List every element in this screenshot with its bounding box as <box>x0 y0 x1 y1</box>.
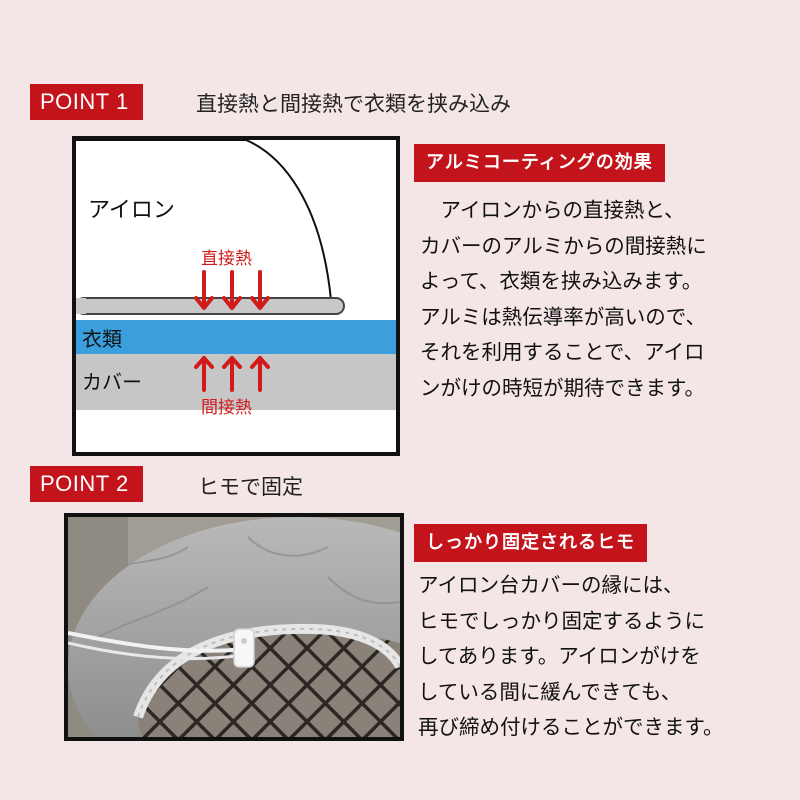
point1-section-header: アルミコーティングの効果 <box>414 144 665 182</box>
point1-badge: POINT 1 <box>30 84 143 120</box>
point1-title: 直接熱と間接熱で衣類を挟み込み <box>196 92 511 116</box>
heat-diagram-drawing <box>76 140 396 410</box>
iron-label: アイロン <box>88 198 175 223</box>
cord-stopper <box>233 628 255 668</box>
point2-body-text: アイロン台カバーの縁には、 ヒモでしっかり固定するように してあります。アイロン… <box>418 573 724 739</box>
point2-section-header: しっかり固定されるヒモ <box>414 524 647 562</box>
iron-body-shape <box>76 140 333 301</box>
direct-heat-arrows <box>194 270 270 310</box>
cord-photo <box>64 513 404 741</box>
clothes-label: 衣類 <box>82 327 122 351</box>
cord-photo-illustration <box>68 517 400 737</box>
cord <box>68 631 245 653</box>
point2-title: ヒモで固定 <box>198 475 303 499</box>
cover-label: カバー <box>82 370 142 394</box>
point2-badge: POINT 2 <box>30 466 143 502</box>
clothes-layer <box>76 320 396 354</box>
indirect-heat-label: 間接熱 <box>201 398 252 418</box>
indirect-heat-arrows <box>194 356 270 392</box>
heat-diagram: アイロン 直接熱 衣類 カバー 間接熱 <box>72 136 400 456</box>
point1-body-text: アイロンからの直接熱と、 カバーのアルミからの間接熱に よって、衣類を挟み込みま… <box>420 198 707 400</box>
direct-heat-label: 直接熱 <box>201 249 252 269</box>
